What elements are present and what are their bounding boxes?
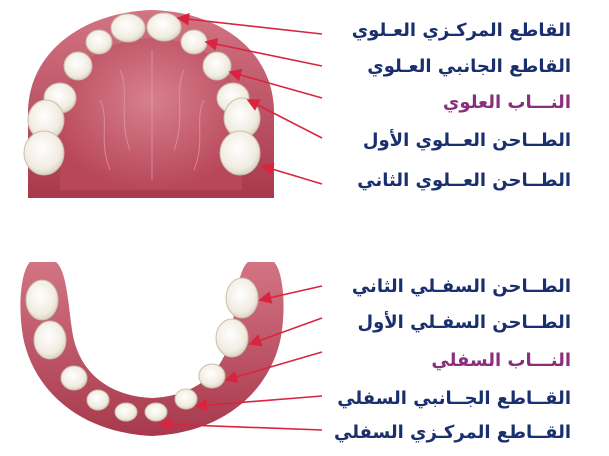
upper-lateral-incisor-left: [86, 30, 112, 54]
lower-second-molar-left: [26, 280, 58, 320]
label-lower-second-molar: الطــاحن السفـلي الثاني: [352, 276, 571, 298]
upper-central-incisor-right: [147, 13, 181, 41]
lower-jaw: [20, 262, 283, 436]
lower-second-molar-right: [226, 278, 258, 318]
lower-canine-left: [61, 366, 87, 390]
upper-second-molar-right: [220, 131, 260, 175]
label-upper-lateral-incisor: القاطع الجانبي العـلوي: [367, 56, 571, 78]
label-upper-second-molar: الطــاحن العــلوي الثاني: [357, 170, 571, 192]
upper-canine-right: [203, 52, 231, 80]
label-lower-first-molar: الطــاحن السفـلي الأول: [357, 312, 571, 334]
upper-lateral-incisor-right: [181, 30, 207, 54]
label-lower-canine: النـــاب السفلي: [431, 350, 571, 372]
label-upper-canine: النـــاب العلوي: [443, 92, 571, 114]
label-upper-first-molar: الطــاحن العــلوي الأول: [363, 130, 571, 152]
lower-lateral-incisor-left: [87, 390, 109, 410]
lower-lateral-incisor-right: [175, 389, 197, 409]
lower-first-molar-left: [34, 321, 66, 359]
lower-central-incisor-right: [145, 403, 167, 421]
label-upper-central-incisor: القاطع المركـزي العـلوي: [352, 20, 571, 42]
lower-canine-right: [199, 364, 225, 388]
lower-first-molar-right: [216, 319, 248, 357]
lower-central-incisor-left: [115, 403, 137, 421]
label-lower-central-incisor: القــاطع المركـزي السفلي: [334, 422, 571, 444]
upper-canine-left: [64, 52, 92, 80]
label-lower-lateral-incisor: القــاطع الجــانبي السفلي: [337, 388, 571, 410]
upper-second-molar-left: [24, 131, 64, 175]
upper-jaw: [24, 10, 274, 198]
upper-central-incisor-left: [111, 14, 145, 42]
